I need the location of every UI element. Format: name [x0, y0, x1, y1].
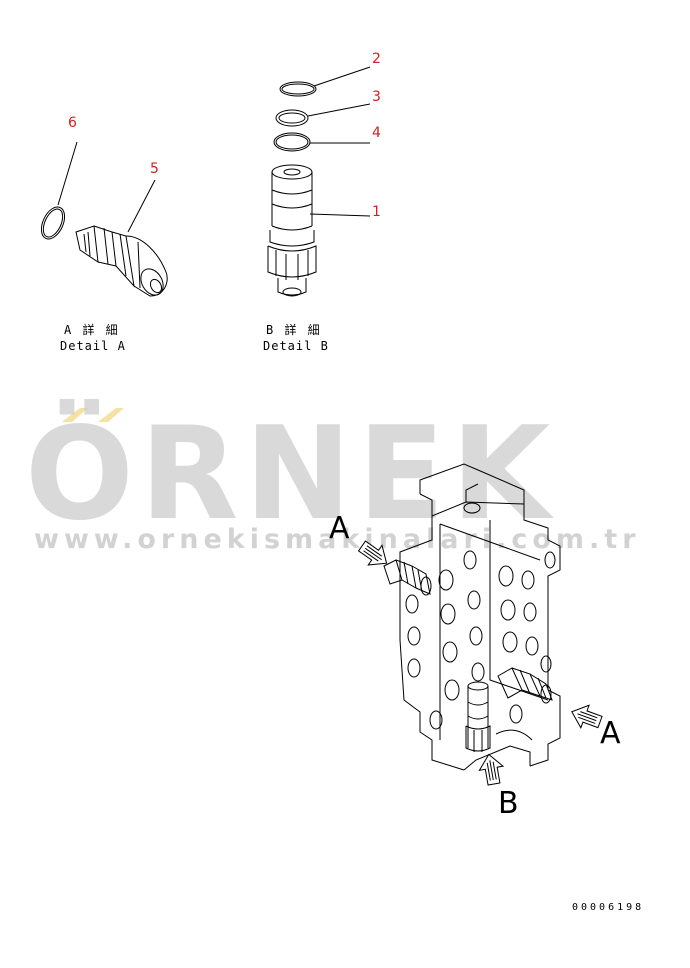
- control-valve-body: [399, 463, 561, 771]
- caption-detail-a-jp: A 詳 細: [64, 323, 120, 337]
- watermark-brand: ÖRNEK: [25, 400, 557, 549]
- watermark-url: www.ornekismakinalari.com.tr: [34, 524, 641, 555]
- callout-4: 4: [372, 125, 381, 141]
- leader-5: [127, 179, 156, 233]
- caption-detail-a-en: Detail A: [60, 339, 126, 353]
- leader-2: [313, 66, 371, 87]
- caption-detail-b-jp: B 詳 細: [266, 323, 322, 337]
- installed-valve-a-right: [497, 667, 553, 704]
- part-5-relief-valve: [75, 225, 168, 297]
- part-3-backup-ring: [275, 109, 309, 127]
- callout-6: 6: [68, 115, 77, 131]
- part-2-ring: [279, 81, 317, 97]
- callout-5: 5: [150, 161, 159, 177]
- leader-6: [57, 141, 78, 206]
- callout-1: 1: [372, 204, 381, 220]
- part-6-oring: [40, 206, 66, 240]
- view-letter-a-right: A: [600, 716, 621, 751]
- leader-3: [307, 103, 371, 117]
- view-letter-a-left: A: [329, 511, 350, 546]
- part-4-oring: [273, 132, 311, 152]
- callout-3: 3: [372, 89, 381, 105]
- installed-valve-b: [465, 681, 491, 752]
- installed-valve-a-left: [383, 559, 432, 596]
- part-1-valve-cartridge: [267, 164, 317, 297]
- caption-detail-b-en: Detail B: [263, 339, 329, 353]
- leader-1: [309, 213, 371, 217]
- document-number: 00006198: [572, 902, 645, 913]
- callout-2: 2: [372, 51, 381, 67]
- view-letter-b: B: [498, 786, 519, 821]
